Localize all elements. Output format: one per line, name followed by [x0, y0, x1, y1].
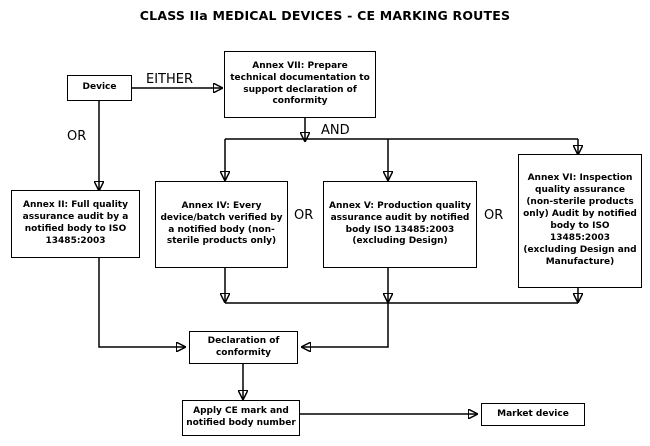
edge-label-either: EITHER: [146, 72, 194, 87]
node-annex-v-label: Annex V: Production quality assurance au…: [329, 200, 471, 247]
edge-collector-to-declaration: [302, 303, 389, 347]
node-device-label: Device: [82, 82, 117, 93]
node-annex-v[interactable]: Annex V: Production quality assurance au…: [323, 181, 477, 268]
node-declaration-label: Declaration of conformity: [207, 335, 280, 358]
node-apply-ce-mark[interactable]: Apply CE mark and notified body number: [182, 400, 300, 436]
node-declaration-of-conformity[interactable]: Declaration of conformity: [189, 331, 298, 364]
page-title: CLASS IIa MEDICAL DEVICES - CE MARKING R…: [139, 8, 511, 23]
node-annex-vii[interactable]: Annex VII: Prepare technical documentati…: [224, 51, 376, 118]
node-annex-vii-label: Annex VII: Prepare technical documentati…: [230, 60, 370, 107]
node-annex-vi[interactable]: Annex VI: Inspection quality assurance (…: [518, 154, 642, 288]
node-annex-vi-label: Annex VI: Inspection quality assurance (…: [523, 173, 637, 267]
node-market-label: Market device: [497, 408, 569, 419]
node-annex-iv-label: Annex IV: Every device/batch verified by…: [160, 200, 283, 247]
node-apply-ce-label: Apply CE mark and notified body number: [186, 406, 296, 428]
edge-label-or-v-vi: OR: [484, 208, 504, 223]
node-device[interactable]: Device: [67, 75, 132, 101]
node-annex-iv[interactable]: Annex IV: Every device/batch verified by…: [155, 181, 288, 268]
node-market-device[interactable]: Market device: [481, 403, 585, 426]
edge-annexii-to-declaration: [98, 258, 185, 347]
node-annex-ii-label: Annex II: Full quality assurance audit b…: [22, 200, 129, 246]
node-annex-ii[interactable]: Annex II: Full quality assurance audit b…: [11, 190, 140, 258]
edge-label-or-device: OR: [67, 129, 87, 144]
edge-label-and: AND: [321, 123, 350, 138]
edge-label-or-iv-v: OR: [294, 208, 314, 223]
